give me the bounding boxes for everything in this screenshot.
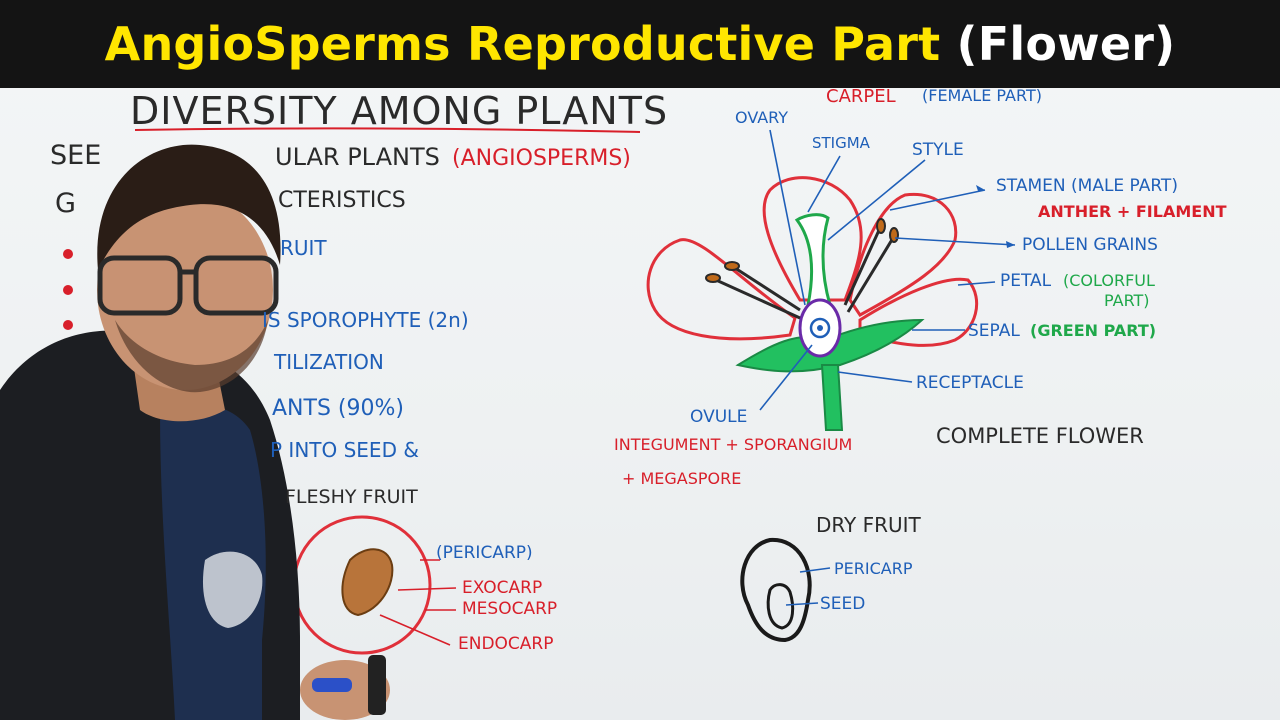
label-stamen: STAMEN (MALE PART) xyxy=(996,176,1178,196)
label-sepal: SEPAL xyxy=(968,321,1020,341)
shirt-print xyxy=(202,551,263,628)
banner-title-paren: (Flower) xyxy=(956,17,1176,71)
petal-upper-left xyxy=(762,176,863,302)
ovule-outer xyxy=(809,317,831,339)
board-fertilization: TILIZATION xyxy=(274,350,384,374)
title-banner xyxy=(0,0,1280,88)
filament-right-1 xyxy=(843,227,882,306)
fleshy-pericarp: (PERICARP) xyxy=(436,543,533,563)
arrowhead-pollen xyxy=(1006,241,1015,248)
marker-pen-blue xyxy=(312,678,352,692)
receptacle-stalk xyxy=(820,364,844,431)
ovule-inner xyxy=(817,325,823,331)
board-plants: ANTS (90%) xyxy=(272,396,404,421)
petal-upper-right xyxy=(848,192,958,317)
banner-title-main: AngioSperms Reproductive Part xyxy=(104,17,957,71)
label-integument: INTEGUMENT + SPORANGIUM xyxy=(614,435,853,454)
board-seed-c: (ANGIOSPERMS) xyxy=(452,146,631,171)
label-petal: PETAL xyxy=(1000,271,1052,291)
label-complete-flower: COMPLETE FLOWER xyxy=(936,424,1144,448)
style-shape xyxy=(794,213,832,307)
board-g: G xyxy=(55,188,76,219)
label-colorful-2: PART) xyxy=(1104,291,1150,310)
board-fruit: RUIT xyxy=(280,236,327,260)
flower-pointer-lines xyxy=(759,129,1016,411)
banner-title: AngioSperms Reproductive Part (Flower) xyxy=(0,0,1280,88)
board-characteristics: CTERISTICS xyxy=(278,188,406,213)
label-ovule: OVULE xyxy=(690,407,748,427)
list-bullets xyxy=(63,249,73,330)
teacher-head xyxy=(97,190,273,390)
fruit-pointer-lines xyxy=(379,559,457,646)
dry-fruit-seed xyxy=(766,583,795,630)
dry-fruit-pointer-lines xyxy=(785,567,831,606)
teacher-hair xyxy=(97,144,281,270)
arrowhead-stamen xyxy=(976,185,985,191)
fleshy-endocarp: ENDOCARP xyxy=(458,634,554,654)
fleshy-exocarp: EXOCARP xyxy=(462,578,543,598)
filament-left-1 xyxy=(734,266,801,312)
anther-left-2 xyxy=(705,273,721,283)
heading-underline xyxy=(134,127,641,133)
board-sporophyte: IS SPOROPHYTE (2n) xyxy=(262,308,469,332)
dry-fruit-pericarp xyxy=(740,537,812,643)
board-into-seed: P INTO SEED & xyxy=(270,438,419,462)
label-receptacle: RECEPTACLE xyxy=(916,373,1024,393)
label-anther-filament: ANTHER + FILAMENT xyxy=(1038,202,1227,221)
teacher-beard xyxy=(115,320,268,393)
filament-left-2 xyxy=(715,278,801,320)
board-seed-a: SEE xyxy=(50,140,102,171)
label-megaspore: + MEGASPORE xyxy=(622,469,742,488)
anther-left-1 xyxy=(724,261,740,271)
filament-right-2 xyxy=(846,237,895,313)
marker-pen-black xyxy=(368,655,386,715)
board-seed-b: ULAR PLANTS xyxy=(275,143,440,171)
teacher-glasses xyxy=(97,255,279,316)
fleshy-mesocarp: MESOCARP xyxy=(462,599,558,619)
label-style: STYLE xyxy=(912,140,964,160)
dry-fruit-seed-label: SEED xyxy=(820,594,866,614)
anther-right-1 xyxy=(876,218,886,234)
fleshy-fruit-seed xyxy=(341,548,394,617)
board-heading: DIVERSITY AMONG PLANTS xyxy=(130,89,669,133)
fleshy-fruit-title: FLESHY FRUIT xyxy=(285,486,418,508)
label-stigma: STIGMA xyxy=(812,134,870,152)
label-ovary: OVARY xyxy=(735,108,789,127)
petal-right xyxy=(858,277,979,347)
label-green-part: (GREEN PART) xyxy=(1030,321,1157,340)
label-carpel: CARPEL xyxy=(826,86,896,107)
label-colorful-1: (COLORFUL xyxy=(1063,271,1155,290)
label-carpel-female: (FEMALE PART) xyxy=(922,86,1042,105)
label-pollen-grains: POLLEN GRAINS xyxy=(1022,235,1158,255)
dry-fruit-title: DRY FRUIT xyxy=(816,513,921,537)
dry-fruit-pericarp-label: PERICARP xyxy=(834,559,913,578)
